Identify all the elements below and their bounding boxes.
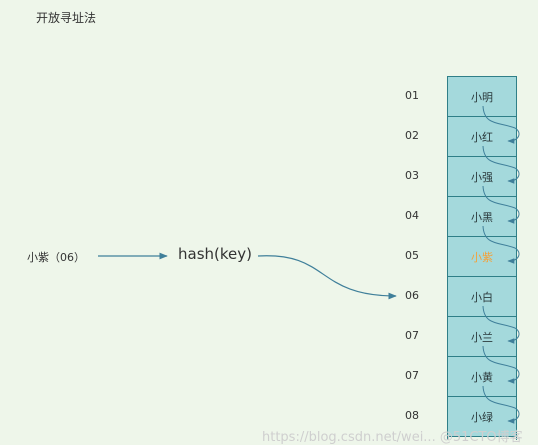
watermark-text: https://blog.csdn.net/wei... @51CTO博客 (262, 430, 523, 445)
hash-table: 小明 小红 小强 小黑 小紫 小白 小兰 小黄 小绿 (447, 76, 517, 440)
slot-index: 02 (405, 129, 419, 142)
slot-cell: 小绿 (448, 397, 516, 437)
slot-value: 小紫 (471, 250, 493, 264)
slot-value: 小绿 (471, 410, 493, 424)
slot-cell: 小明 (448, 77, 516, 117)
diagram-title: 开放寻址法 (36, 11, 97, 25)
slot-index: 03 (405, 169, 419, 182)
slot-value: 小兰 (471, 330, 493, 344)
slot-index: 07 (405, 369, 419, 382)
slot-cell: 小红 (448, 117, 516, 157)
slot-index: 08 (405, 409, 419, 422)
probe-links (482, 105, 520, 424)
slot-cell: 小强 (448, 157, 516, 197)
slot-cell: 小黑 (448, 197, 516, 237)
slot-cell: 小白 (448, 277, 516, 317)
slot-value: 小黄 (471, 370, 493, 384)
slot-index: 06 (405, 289, 419, 302)
slot-index: 01 (405, 89, 419, 102)
arrow-hash-to-slot (257, 255, 397, 300)
slot-index: 04 (405, 209, 419, 222)
slot-value: 小黑 (471, 210, 493, 224)
slot-index: 07 (405, 329, 419, 342)
hash-function-label: hash(key) (178, 245, 252, 263)
slot-cell-highlighted: 小紫 (448, 237, 516, 277)
slot-value: 小白 (471, 290, 493, 304)
slot-cell: 小兰 (448, 317, 516, 357)
slot-index: 05 (405, 249, 419, 262)
slot-value: 小强 (471, 170, 493, 184)
slot-value: 小明 (471, 90, 493, 104)
input-key-label: 小紫（06） (27, 251, 85, 264)
slot-value: 小红 (471, 130, 493, 144)
slot-cell: 小黄 (448, 357, 516, 397)
